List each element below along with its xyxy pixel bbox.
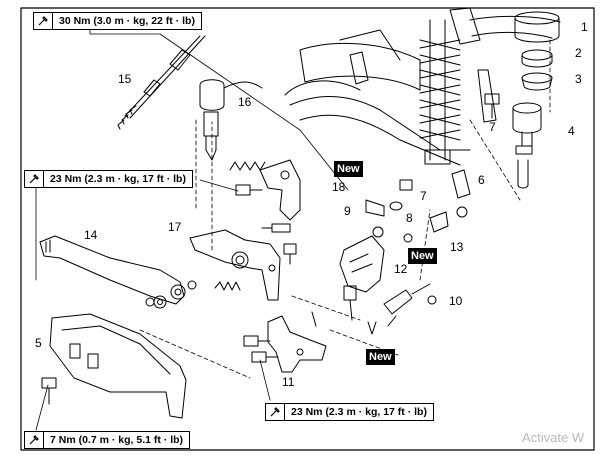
part-12-master-cylinder [339, 235, 385, 321]
heel-guard-bolt [41, 377, 57, 405]
part-number-9: 9 [344, 204, 351, 218]
part-number-5: 5 [35, 336, 42, 350]
torque-callout-text: 23 Nm (2.3 m · kg, 17 ft · lb) [50, 173, 186, 185]
torque-callout-4: 7 Nm (0.7 m · kg, 5.1 ft · lb) [24, 431, 191, 449]
part-number-3: 3 [575, 72, 582, 86]
part-18-union-bolt [399, 179, 413, 191]
part-number-8: 8 [406, 211, 413, 225]
frame-structure [284, 7, 561, 166]
torque-leaders [35, 25, 349, 431]
part-5-heel-guard [49, 313, 187, 419]
part-number-7-lower: 7 [420, 189, 427, 203]
part-number-14: 14 [84, 228, 98, 242]
part-3-diaphragm [521, 72, 553, 91]
bracket-bolts [243, 335, 279, 363]
part-number-2: 2 [575, 46, 582, 60]
part-number-18: 18 [332, 180, 346, 194]
part-number-12: 12 [394, 262, 408, 276]
part-number-16: 16 [238, 95, 252, 109]
mounting-bolts [235, 184, 297, 265]
new-part-tag: New [334, 161, 363, 177]
part-10-pushrod [383, 283, 437, 327]
part-17-pedal-bracket [189, 229, 281, 301]
torque-callout-1: 30 Nm (3.0 m · kg, 22 ft · lb) [33, 12, 202, 30]
torque-wrench-icon [266, 404, 285, 420]
diagram-frame [20, 7, 595, 451]
part-14-brake-pedal [39, 235, 197, 305]
part-16-brake-switch [199, 79, 263, 161]
part-8-washer [389, 201, 403, 211]
part-1-reservoir-cap [514, 11, 560, 43]
part-number-17: 17 [168, 220, 182, 234]
torque-wrench-icon [25, 171, 44, 187]
part-number-6: 6 [478, 173, 485, 187]
part-number-15: 15 [118, 72, 132, 86]
part-number-10: 10 [449, 294, 463, 308]
torque-wrench-icon [25, 432, 44, 448]
part-15-brake-rod [117, 35, 206, 130]
new-part-tag: New [408, 248, 437, 264]
torque-callout-text: 7 Nm (0.7 m · kg, 5.1 ft · lb) [50, 434, 184, 446]
part-7-bolt-upper [477, 69, 500, 123]
part-11-cylinder-bracket [267, 315, 327, 373]
shock-absorber-spring [419, 19, 461, 165]
torque-callout-text: 23 Nm (2.3 m · kg, 17 ft · lb) [291, 406, 427, 418]
torque-wrench-icon [34, 13, 53, 29]
cotter-pin [311, 311, 377, 335]
return-spring-upper [229, 161, 266, 171]
torque-callout-text: 30 Nm (3.0 m · kg, 22 ft · lb) [59, 15, 195, 27]
new-part-tag: New [366, 349, 395, 365]
torque-callout-3: 23 Nm (2.3 m · kg, 17 ft · lb) [265, 403, 434, 421]
pedal-pivot-arm [259, 159, 301, 221]
part-2-holder [521, 49, 553, 68]
part-9-banjo [365, 199, 385, 238]
pedal-washers [145, 295, 167, 309]
part-number-4: 4 [568, 124, 575, 138]
part-13-union [403, 206, 468, 243]
part-4-reservoir [512, 102, 542, 189]
part-number-7-upper: 7 [489, 120, 496, 134]
torque-callout-2: 23 Nm (2.3 m · kg, 17 ft · lb) [24, 170, 193, 188]
part-6-hose [451, 169, 471, 199]
part-number-1: 1 [581, 20, 588, 34]
return-spring-lower [214, 281, 241, 291]
part-number-13: 13 [450, 240, 464, 254]
part-number-11: 11 [282, 375, 295, 389]
activation-watermark: Activate W [522, 430, 585, 445]
